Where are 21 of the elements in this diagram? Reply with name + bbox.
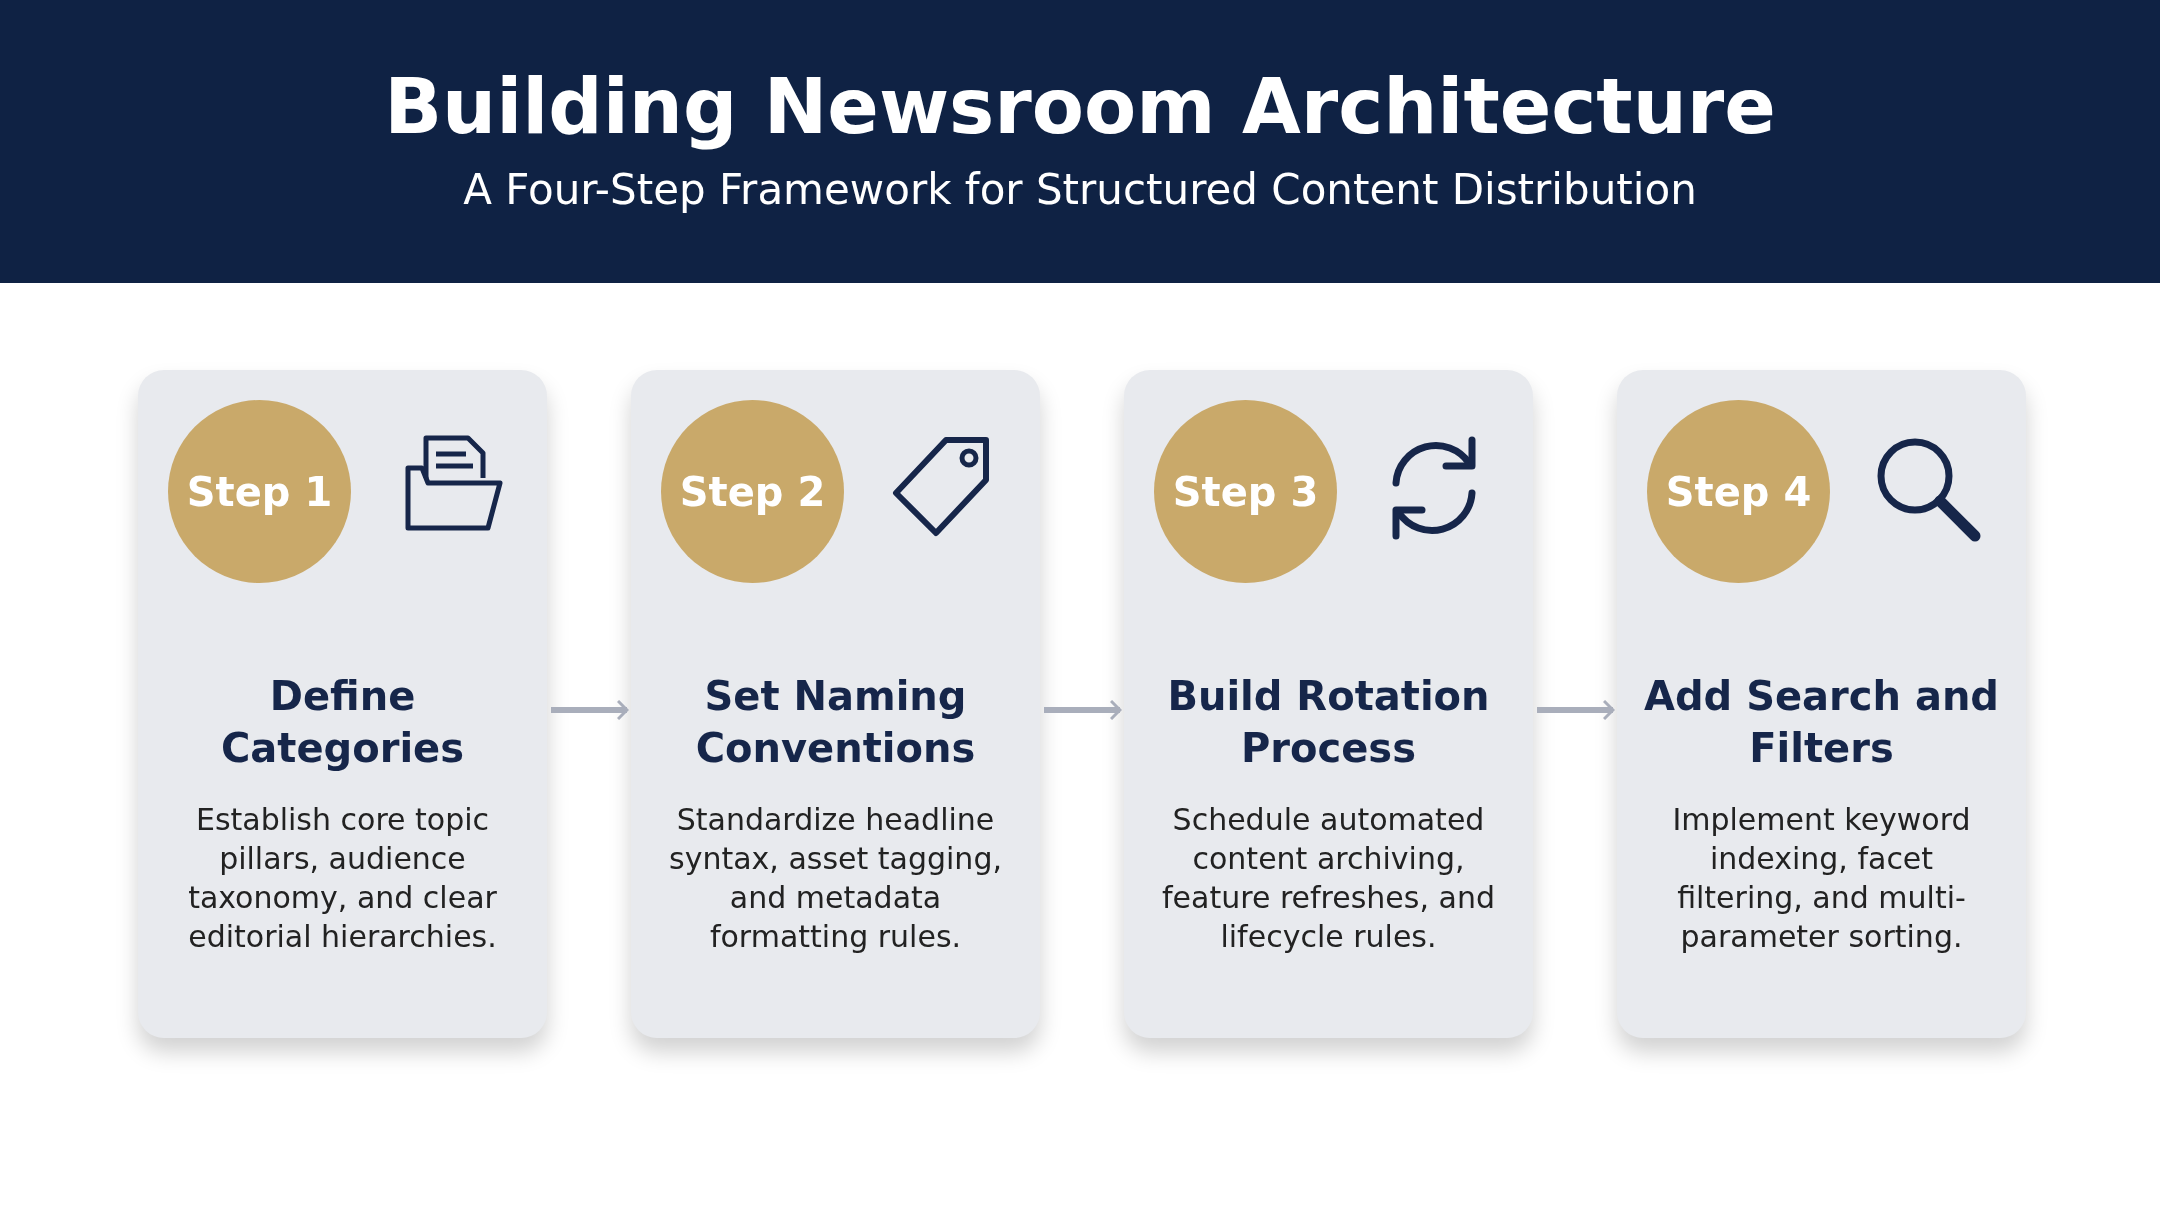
step-heading: Add Search and Filters (1643, 672, 2000, 773)
step-description: Standardize headline syntax, asset tagging, and metadata formatting rules. (668, 801, 1003, 956)
step-card (1124, 370, 1533, 1038)
step-card (631, 370, 1040, 1038)
step-heading: Build Rotation Process (1166, 672, 1491, 773)
arrow (551, 699, 629, 721)
step-description: Implement keyword indexing, facet filtering, and multi-parameter sorting. (1671, 801, 1972, 956)
arrow (1044, 699, 1122, 721)
step-circle: Step 1 (168, 400, 351, 583)
step-circle: Step 2 (661, 400, 844, 583)
step-heading: Set Naming Conventions (694, 672, 977, 773)
subtitle: A Four-Step Framework for Structured Content Distribution (462, 165, 1698, 214)
arrow (1537, 699, 1615, 721)
step-circle: Step 3 (1154, 400, 1337, 583)
title: Building Newsroom Architecture (383, 62, 1777, 151)
step-card (138, 370, 547, 1038)
step-heading: Define Categories (219, 672, 466, 773)
step-description: Establish core topic pillars, audience taxonomy, and clear editorial hierarchies. (187, 801, 498, 956)
step-card (1617, 370, 2026, 1038)
step-circle: Step 4 (1647, 400, 1830, 583)
step-description: Schedule automated content archiving, feature refreshes, and lifecycle rules. (1161, 801, 1496, 956)
